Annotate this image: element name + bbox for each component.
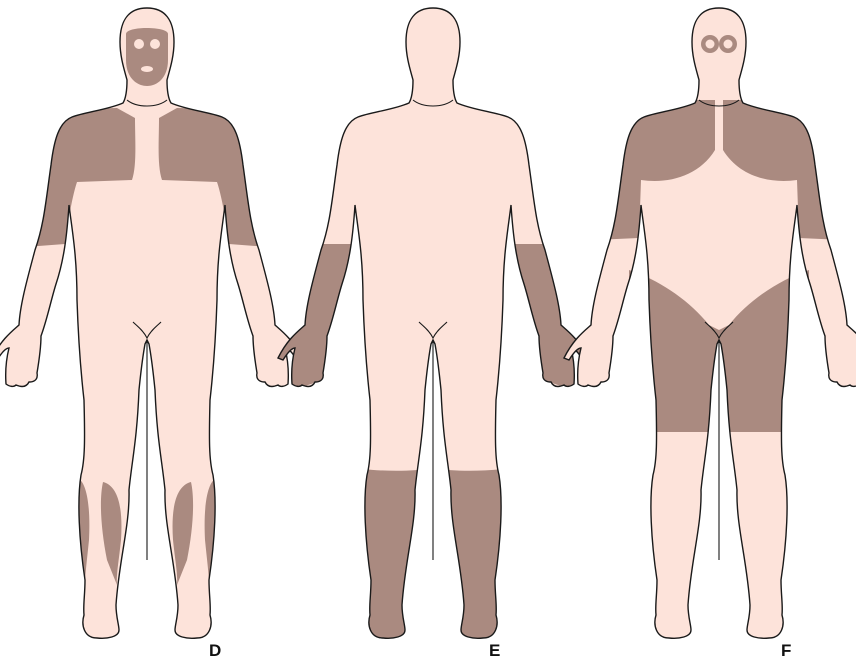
figure-label-f: F <box>781 641 791 660</box>
figure-f: F <box>549 8 856 660</box>
figure-d: D <box>0 8 307 660</box>
figure-e: E <box>263 8 603 660</box>
figure-label-e: E <box>489 641 500 660</box>
figure-label-d: D <box>209 641 221 660</box>
left-eye <box>134 39 144 49</box>
right-eye <box>150 39 160 49</box>
face-shade <box>126 28 168 86</box>
mouth <box>141 66 153 72</box>
left-eye <box>706 40 715 49</box>
right-eye <box>724 40 733 49</box>
